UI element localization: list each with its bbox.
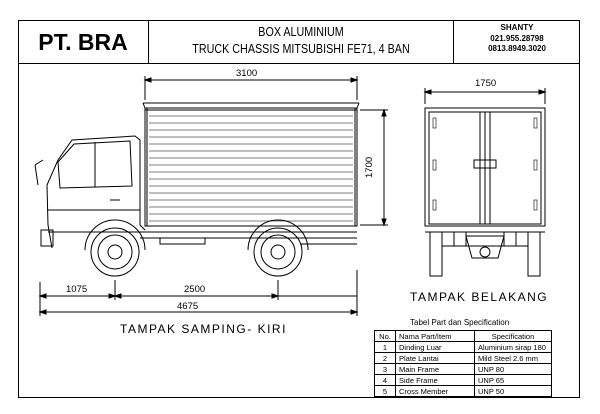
row-part: Dinding Luar bbox=[395, 341, 475, 353]
col-spec: Specification bbox=[474, 330, 552, 342]
cargo-box-side bbox=[142, 102, 360, 227]
table-row: 1 Dinding Luar Aluminium sirap 180 bbox=[374, 341, 552, 353]
dim-rear-width-line bbox=[423, 88, 547, 104]
dim-overall-length: 4675 bbox=[177, 301, 199, 312]
dim-box-length-line bbox=[143, 76, 359, 100]
truck-cab bbox=[34, 135, 146, 249]
table-row: 2 Plate Lantai Mild Steel 2.6 mm bbox=[374, 352, 552, 364]
contact-block: SHANTY 021.955.28798 0813.8949.3020 bbox=[454, 20, 580, 64]
contact-phone-1: 021.955.28798 bbox=[490, 34, 544, 43]
rear-wheel bbox=[247, 219, 309, 277]
side-view-caption: TAMPAK SAMPING- KIRI bbox=[120, 322, 287, 336]
row-part: Main Frame bbox=[395, 363, 475, 375]
rear-view-caption: TAMPAK BELAKANG bbox=[410, 290, 549, 304]
row-part: Cross Member bbox=[395, 385, 475, 397]
contact-phone-2: 0813.8949.3020 bbox=[488, 44, 546, 53]
title-line-2: TRUCK CHASSIS MITSUBISHI FE71, 4 BAN bbox=[192, 42, 410, 56]
rear-view-box bbox=[424, 107, 546, 233]
dim-box-height: 1700 bbox=[364, 156, 375, 178]
table-row: 4 Side Frame UNP 65 bbox=[374, 374, 552, 386]
row-part: Plate Lantai bbox=[395, 352, 475, 364]
front-wheel bbox=[84, 219, 146, 277]
title-line-1: BOX ALUMINIUM bbox=[258, 25, 344, 39]
table-row: 3 Main Frame UNP 80 bbox=[374, 363, 552, 375]
col-part: Nama Part/Item bbox=[395, 330, 475, 342]
row-part: Side Frame bbox=[395, 374, 475, 386]
row-no: 5 bbox=[374, 385, 396, 397]
dim-front-overhang: 1075 bbox=[66, 284, 88, 295]
col-no: No. bbox=[374, 330, 396, 342]
row-no: 1 bbox=[374, 341, 396, 353]
table-row: 5 Cross Member UNP 50 bbox=[374, 385, 552, 397]
dim-wheelbase: 2500 bbox=[184, 284, 206, 295]
row-spec: UNP 80 bbox=[474, 363, 552, 375]
row-no: 2 bbox=[374, 352, 396, 364]
row-spec: Mild Steel 2.6 mm bbox=[474, 352, 552, 364]
spec-table-header: No. Nama Part/Item Specification bbox=[374, 330, 552, 342]
row-no: 4 bbox=[374, 374, 396, 386]
row-spec: UNP 65 bbox=[474, 374, 552, 386]
row-no: 3 bbox=[374, 363, 396, 375]
drawing-title: BOX ALUMINIUM TRUCK CHASSIS MITSUBISHI F… bbox=[149, 20, 454, 64]
contact-name: SHANTY bbox=[500, 23, 534, 32]
row-spec: UNP 50 bbox=[474, 385, 552, 397]
spec-table-caption: Tabel Part dan Specification bbox=[410, 318, 510, 327]
company-name: PT. BRA bbox=[18, 20, 149, 64]
dim-box-length: 3100 bbox=[236, 68, 258, 79]
row-spec: Aluminium sirap 180 bbox=[474, 341, 552, 353]
dim-box-height-line bbox=[360, 108, 388, 227]
truck-chassis bbox=[98, 231, 357, 245]
dim-bottom-lines bbox=[38, 270, 359, 316]
spec-table: No. Nama Part/Item Specification 1 Dindi… bbox=[374, 330, 552, 397]
rear-view-chassis bbox=[429, 231, 541, 277]
dim-rear-width: 1750 bbox=[475, 78, 497, 89]
drawing-sheet bbox=[18, 20, 580, 398]
